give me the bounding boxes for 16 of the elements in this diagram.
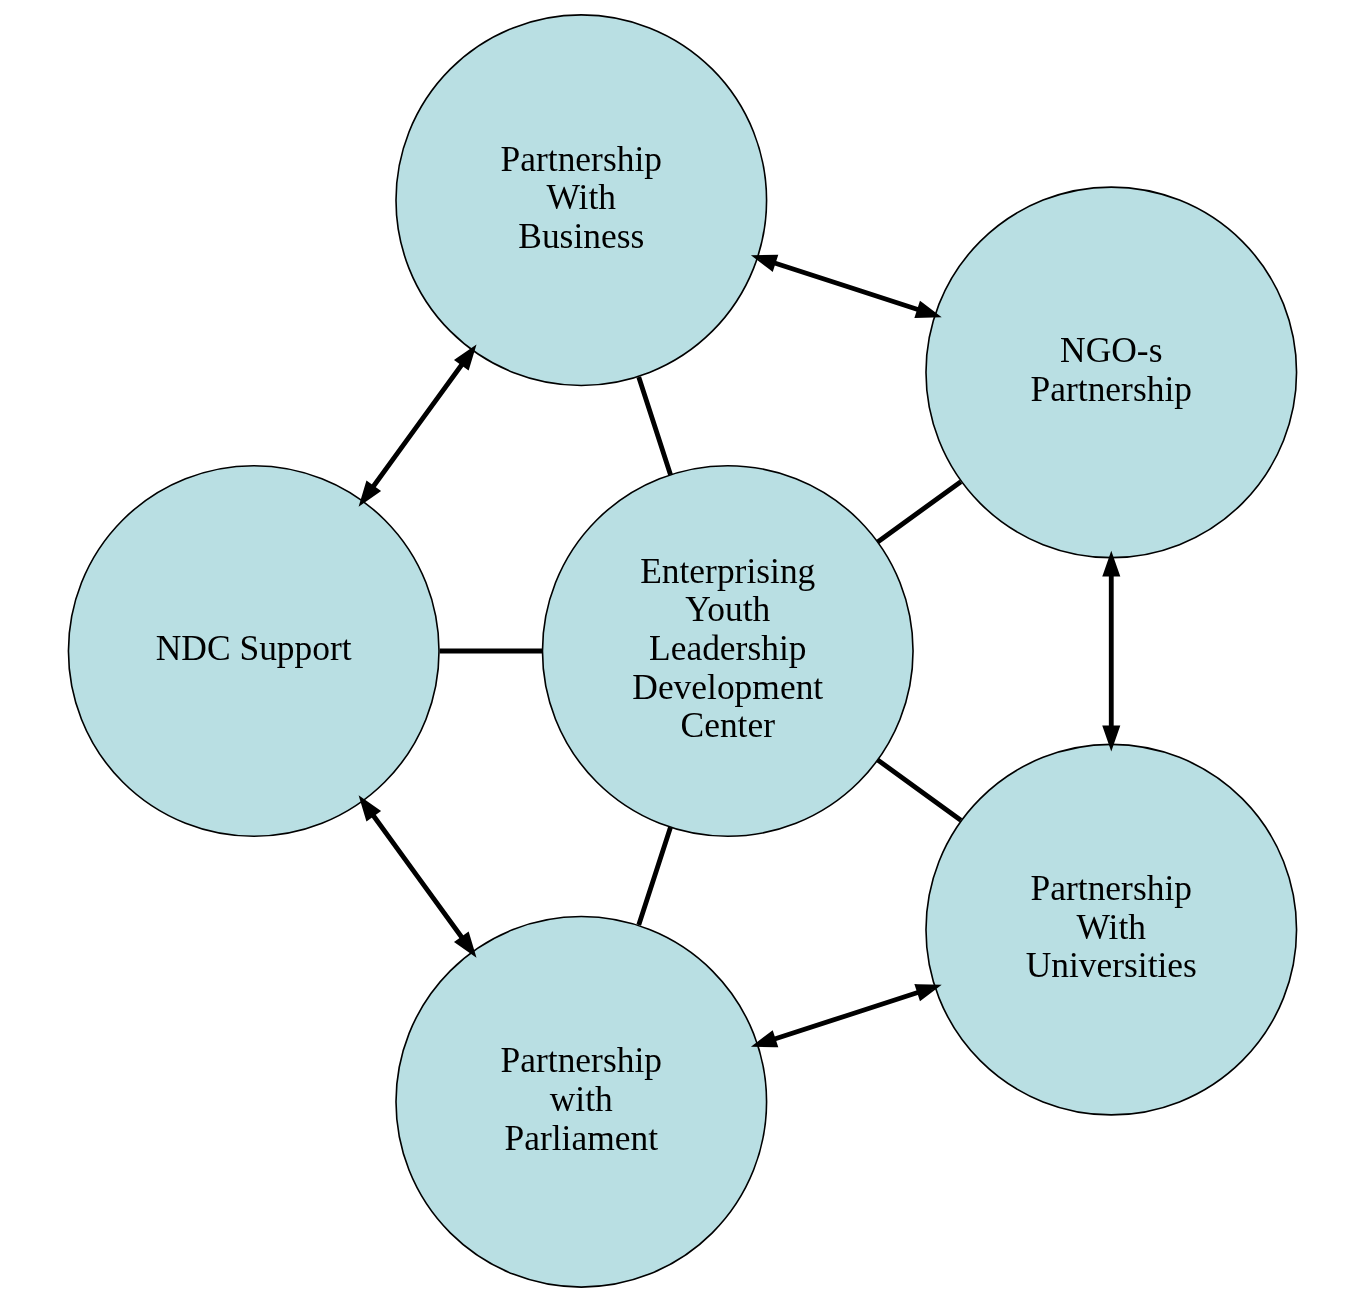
- arrow: [1101, 550, 1120, 752]
- node-circle: Partnership With Business: [394, 14, 767, 387]
- connector: [875, 479, 962, 545]
- arrow: [358, 795, 476, 958]
- arrow: [358, 344, 476, 507]
- connector: [635, 826, 673, 926]
- arrow: [750, 984, 942, 1048]
- connector: [635, 376, 673, 476]
- connector: [875, 757, 962, 823]
- arrow: [750, 254, 942, 318]
- connector: [439, 648, 542, 654]
- node-circle: NGO-s Partnership: [924, 186, 1297, 559]
- node-circle: Partnership With Universities: [924, 743, 1297, 1116]
- node-circle: Enterprising Youth Leadership Development Center: [541, 464, 914, 838]
- node-circle: Partnership with Parliament: [394, 915, 767, 1288]
- node-circle: NDC Support: [67, 464, 440, 838]
